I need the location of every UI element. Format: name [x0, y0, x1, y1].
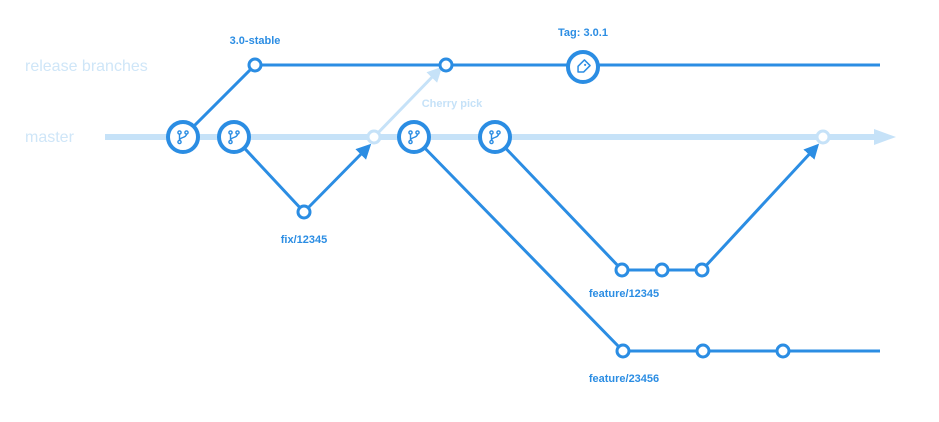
lane-label-master: master [25, 129, 75, 146]
feature-23456-commit[interactable] [615, 343, 631, 359]
feature-12345-commit[interactable] [654, 262, 670, 278]
fix-branch-line-out [232, 135, 306, 214]
feature-12345-commit[interactable] [614, 262, 630, 278]
branch-node-fix[interactable] [217, 120, 251, 154]
fix-commit[interactable] [296, 204, 312, 220]
master-merge-commit-feature[interactable] [815, 129, 831, 145]
master-merge-commit-fix[interactable] [366, 129, 382, 145]
feature-12345-commit[interactable] [694, 262, 710, 278]
release-commit[interactable] [247, 57, 263, 73]
cherry-pick-arrow [372, 66, 443, 139]
branch-node-release[interactable] [166, 120, 200, 154]
label-fix-branch: fix/12345 [281, 234, 327, 246]
release-branch-line [181, 63, 880, 139]
label-tag: Tag: 3.0.1 [558, 27, 608, 39]
label-cherry-pick: Cherry pick [422, 98, 483, 110]
master-arrowhead [874, 129, 896, 145]
label-feature-23456: feature/23456 [589, 373, 659, 385]
label-feature-12345: feature/12345 [589, 288, 659, 300]
feature-23456-line [412, 135, 880, 353]
label-stable-branch: 3.0-stable [230, 35, 281, 47]
lane-label-release: release branches [25, 58, 148, 75]
tag-icon [577, 59, 591, 73]
release-commit-cherry-pick[interactable] [438, 57, 454, 73]
feature-23456-commit[interactable] [775, 343, 791, 359]
tag-node[interactable] [566, 50, 600, 84]
feature-23456-commit[interactable] [695, 343, 711, 359]
feature-12345-merge-arrow [700, 143, 820, 272]
fix-branch-merge-arrow [302, 143, 372, 214]
branch-node-feature-23456[interactable] [397, 120, 431, 154]
branch-node-feature-12345[interactable] [478, 120, 512, 154]
